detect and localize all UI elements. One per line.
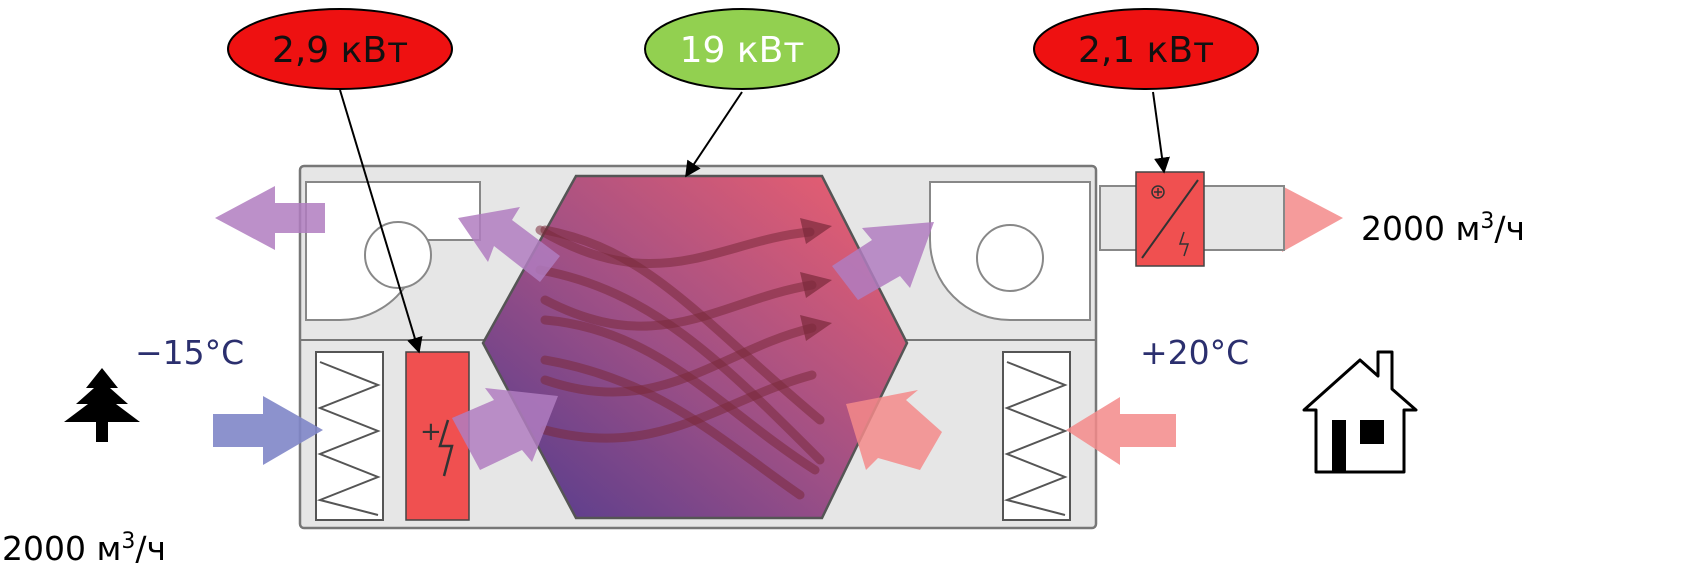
pointer-lines: [339, 89, 1170, 354]
indoor-filter: [1002, 351, 1071, 521]
supply-inside-arrow: [832, 222, 934, 300]
intake-airflow-label: 2000 м3/ч: [2, 529, 166, 568]
supply-airflow-label: 2000 м3/ч: [1361, 209, 1525, 248]
outdoor-temperature: −15°C: [135, 333, 244, 372]
recovery-power-badge: 19 кВт: [644, 8, 840, 90]
outdoor-filter: [315, 351, 384, 521]
exhaust-inside-arrow: [458, 207, 560, 282]
tree-icon: [64, 368, 140, 442]
preheater-power-text: 2,9 кВт: [272, 30, 408, 71]
house-icon: [1302, 350, 1418, 474]
indoor-temperature: +20°C: [1140, 333, 1249, 372]
supply-outlet-arrow: [1230, 186, 1343, 252]
svg-text:+: +: [420, 417, 442, 447]
preheater: +: [405, 351, 470, 521]
indoor-extract-arrow: [846, 390, 942, 470]
exhaust-fan: [305, 181, 481, 321]
exhaust-outlet-arrow: [215, 186, 325, 250]
outdoor-intake-arrow: [213, 396, 323, 465]
indoor-intake-arrow: [1066, 397, 1176, 465]
recovery-power-text: 19 кВт: [680, 30, 805, 71]
preheater-power-badge: 2,9 кВт: [227, 8, 453, 90]
preheated-air-arrow: [452, 388, 558, 470]
heat-exchanger: [481, 174, 909, 520]
supply-fan: [929, 181, 1091, 321]
postheater: [1135, 171, 1205, 267]
postheater-power-badge: 2,1 кВт: [1033, 8, 1259, 90]
postheater-power-text: 2,1 кВт: [1078, 30, 1214, 71]
